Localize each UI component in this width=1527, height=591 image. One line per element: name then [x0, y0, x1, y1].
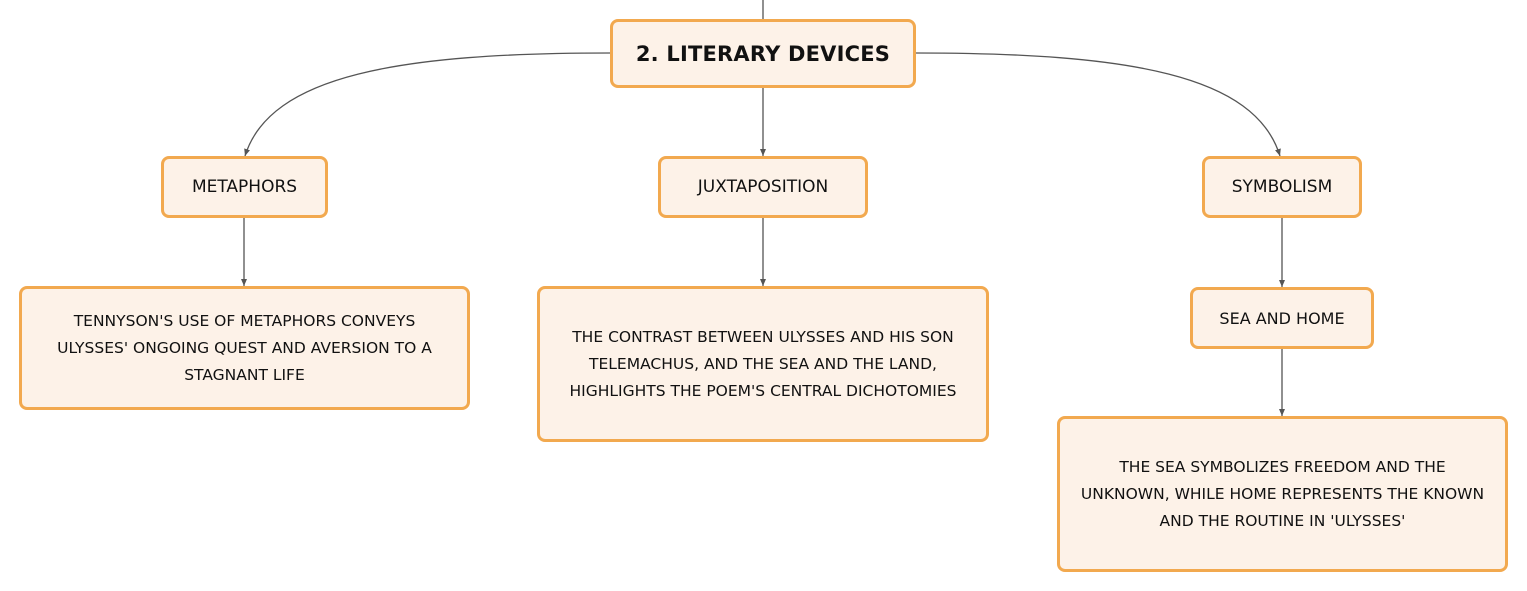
sea-and-home-description-text: THE SEA SYMBOLIZES FREEDOM AND THE UNKNO…: [1080, 457, 1485, 530]
connector-root-symbolism: [915, 52, 1281, 157]
juxtaposition-description-text: THE CONTRAST BETWEEN ULYSSES AND HIS SON…: [569, 327, 957, 400]
juxtaposition-node[interactable]: JUXTAPOSITION: [658, 156, 868, 218]
juxtaposition-description-node[interactable]: THE CONTRAST BETWEEN ULYSSES AND HIS SON…: [537, 286, 989, 442]
sea-and-home-node[interactable]: SEA AND HOME: [1190, 287, 1374, 349]
metaphors-node-label: METAPHORS: [191, 177, 298, 197]
root-node[interactable]: 2. LITERARY DEVICES: [610, 19, 916, 88]
metaphors-description-node[interactable]: TENNYSON'S USE OF METAPHORS CONVEYS ULYS…: [19, 286, 470, 410]
metaphors-node[interactable]: METAPHORS: [161, 156, 328, 218]
sea-and-home-description-node[interactable]: THE SEA SYMBOLIZES FREEDOM AND THE UNKNO…: [1057, 416, 1508, 572]
metaphors-description-text: TENNYSON'S USE OF METAPHORS CONVEYS ULYS…: [57, 311, 432, 384]
root-node-label: 2. LITERARY DEVICES: [635, 41, 891, 66]
sea-and-home-node-label: SEA AND HOME: [1219, 308, 1345, 328]
symbolism-node-label: SYMBOLISM: [1231, 177, 1333, 197]
juxtaposition-node-label: JUXTAPOSITION: [697, 177, 829, 197]
connector-root-metaphors: [244, 52, 611, 157]
symbolism-node[interactable]: SYMBOLISM: [1202, 156, 1362, 218]
